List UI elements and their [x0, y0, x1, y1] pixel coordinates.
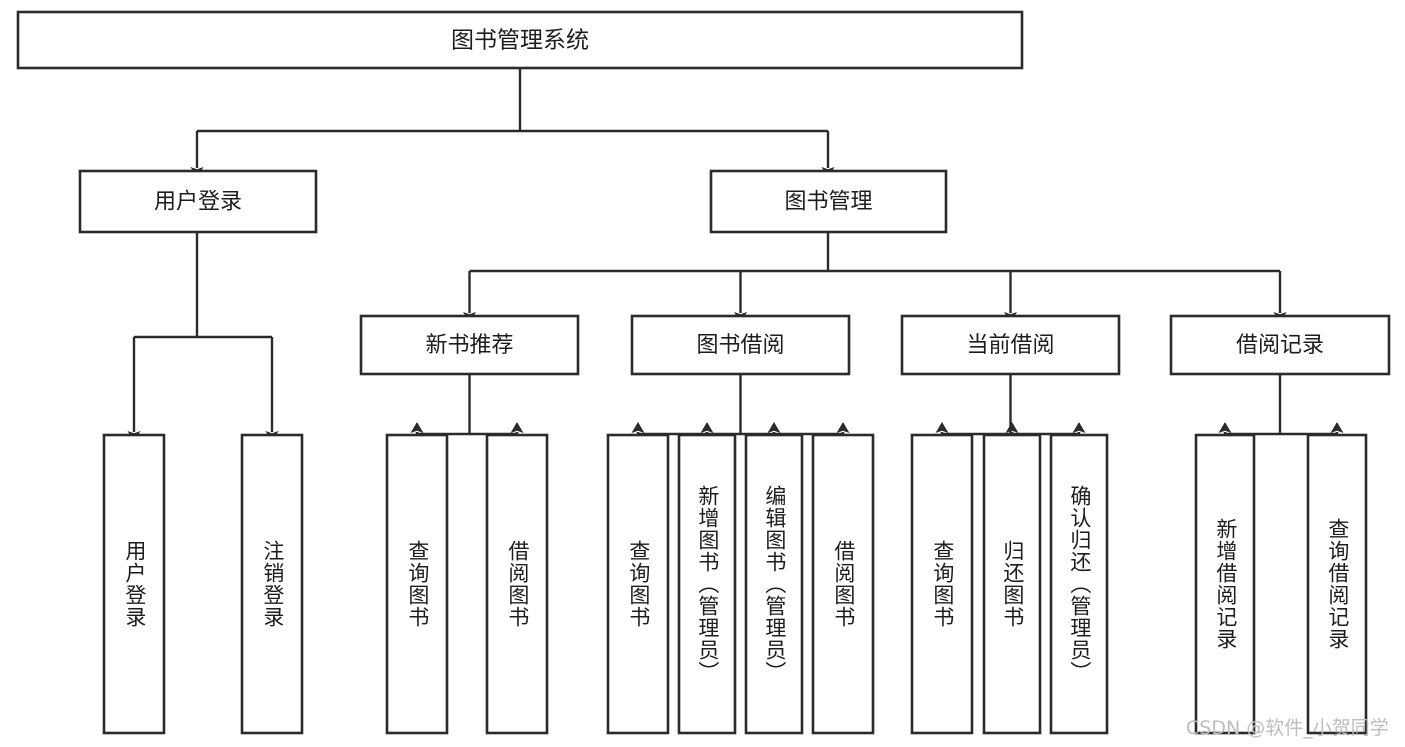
node-box-leaf-query-book-rec[interactable] — [385, 433, 449, 735]
node-box-leaf-query-book-borrow[interactable] — [606, 433, 670, 735]
node-box-leaf-add-book-admin[interactable] — [677, 433, 737, 735]
node-box-book-manage[interactable] — [709, 169, 948, 234]
node-box-leaf-edit-book-admin[interactable] — [744, 433, 804, 735]
node-box-leaf-user-login[interactable] — [102, 433, 166, 735]
node-box-leaf-logout-login[interactable] — [240, 433, 304, 735]
node-box-leaf-borrow-book[interactable] — [811, 433, 875, 735]
node-box-leaf-query-book-cur[interactable] — [910, 433, 974, 735]
node-label-current-borrow: 当前借阅 — [966, 333, 1054, 358]
node-box-user-login[interactable] — [78, 169, 318, 234]
node-box-leaf-confirm-return-admin[interactable] — [1049, 433, 1109, 735]
node-box-layer — [16, 10, 1391, 735]
connector-layer — [127, 68, 1344, 442]
node-box-book-borrow[interactable] — [630, 314, 851, 376]
node-box-leaf-borrow-book-rec[interactable] — [485, 433, 549, 735]
node-label-book-borrow: 图书借阅 — [696, 333, 784, 358]
node-box-leaf-query-borrow-record[interactable] — [1306, 433, 1368, 735]
node-box-new-book-recommend[interactable] — [359, 314, 580, 376]
node-label-user-login: 用户登录 — [154, 190, 242, 215]
node-label-book-manage: 图书管理 — [784, 190, 872, 215]
watermark-text: CSDN @软件_小贺同学 — [1186, 717, 1389, 739]
node-box-leaf-add-borrow-record[interactable] — [1194, 433, 1256, 735]
node-label-root: 图书管理系统 — [451, 28, 589, 54]
node-box-current-borrow[interactable] — [900, 314, 1121, 376]
node-box-root[interactable] — [16, 10, 1024, 70]
node-label-borrow-record: 借阅记录 — [1236, 333, 1324, 358]
node-label-new-book-recommend: 新书推荐 — [425, 333, 513, 358]
node-box-leaf-return-book[interactable] — [982, 433, 1042, 735]
node-box-borrow-record[interactable] — [1169, 314, 1391, 376]
